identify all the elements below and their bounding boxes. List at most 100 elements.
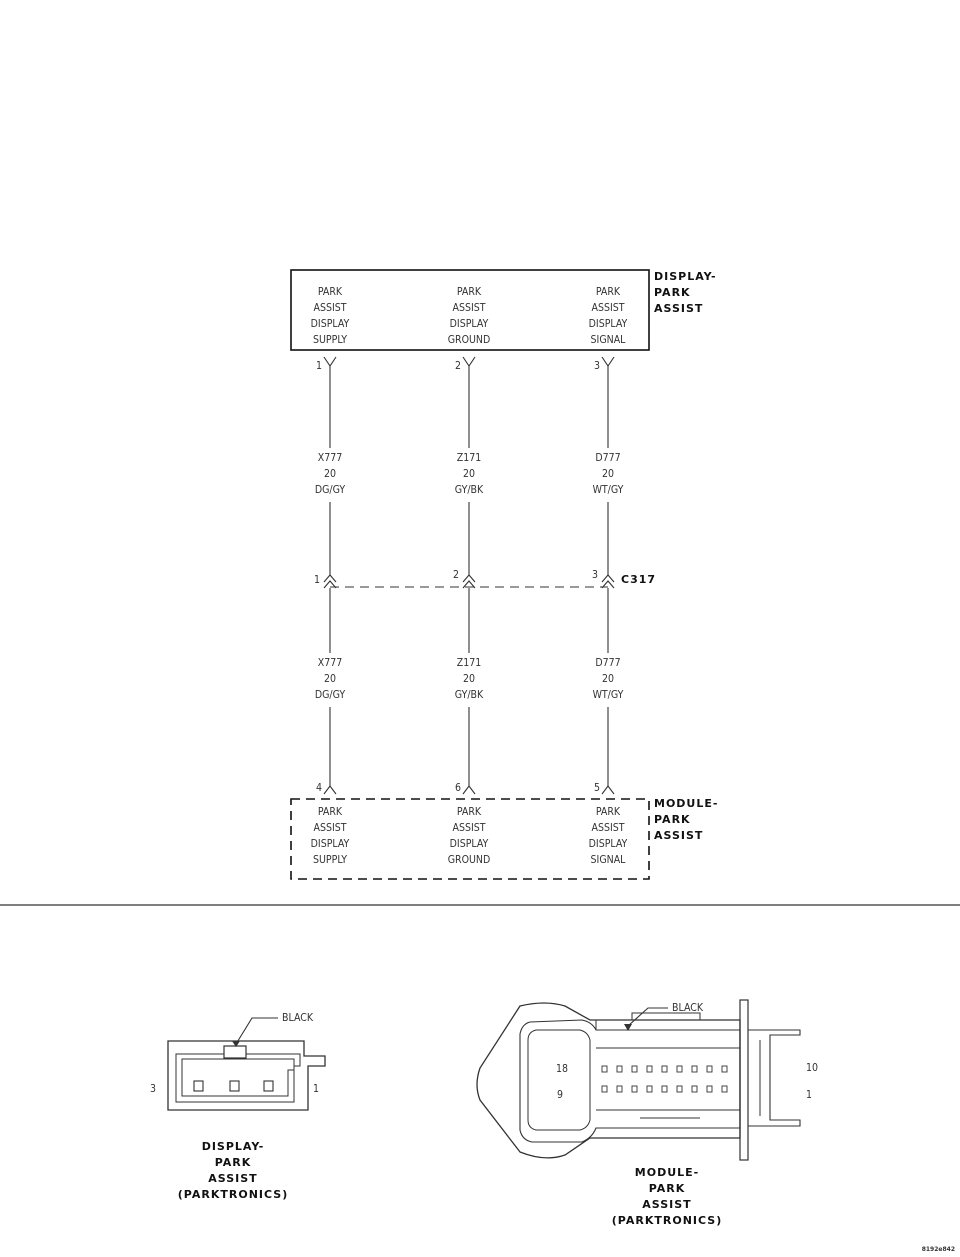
display-pin1-label-line-4: SUPPLY (313, 334, 347, 346)
module-connector-ridge (595, 1019, 632, 1030)
display-pin-number-2: 2 (455, 360, 461, 372)
display-connector-housing-inner (181, 1058, 295, 1097)
wire-upper-1-circuit: X777 (318, 452, 343, 464)
display-view-pin-left: 3 (150, 1083, 156, 1095)
module-caption-line-4: (PARKTRONICS) (612, 1214, 722, 1227)
module-cavity (646, 1085, 653, 1093)
c317-terminal-1-lower (323, 580, 337, 589)
module-cavity (676, 1085, 683, 1093)
display-callout-arrow (232, 1041, 240, 1047)
display-caption-line-1: DISPLAY- (202, 1140, 265, 1153)
wire-lower-2-gauge: 20 (463, 673, 475, 685)
module-cavity (676, 1065, 683, 1073)
module-cavity (601, 1065, 608, 1073)
c317-pin-1: 1 (314, 574, 320, 586)
wire-lower-3-circuit: D777 (595, 657, 620, 669)
wire-lower-2-circuit: Z171 (457, 657, 482, 669)
module-terminal-6 (462, 785, 476, 795)
c317-terminal-3-upper (601, 574, 615, 583)
display-terminal-2 (462, 356, 476, 367)
module-pin6-label-line-1: PARK (457, 806, 482, 818)
module-park-assist-box (290, 798, 650, 880)
display-connector-view (167, 1017, 326, 1111)
display-cavity-3 (193, 1080, 204, 1092)
module-cavity (631, 1065, 638, 1073)
display-pin3-label-line-3: DISPLAY (589, 318, 628, 330)
wire-lower-3-color: WT/GY (593, 689, 624, 701)
display-caption-line-4: (PARKTRONICS) (178, 1188, 288, 1201)
park-module-name-line-2: PARK (654, 813, 691, 826)
display-park-assist-box (290, 269, 650, 351)
display-pin2-label-line-3: DISPLAY (450, 318, 489, 330)
module-pin6-label-line-3: DISPLAY (450, 838, 489, 850)
wire-upper-3-gauge: 20 (602, 468, 614, 480)
c317-terminal-2-upper (462, 574, 476, 583)
module-pin5-label-line-2: ASSIST (591, 822, 624, 834)
display-cavity-1 (263, 1080, 274, 1092)
c317-terminal-2-lower (462, 580, 476, 589)
module-connector-inner (527, 1029, 591, 1131)
wire-lower-1-circuit: X777 (318, 657, 343, 669)
module-terminal-4 (323, 785, 337, 795)
module-cavity (631, 1085, 638, 1093)
module-pin5-label-line-3: DISPLAY (589, 838, 628, 850)
module-pin6-label-line-2: ASSIST (452, 822, 485, 834)
module-cavity (721, 1085, 728, 1093)
wire-lower-1-color: DG/GY (315, 689, 346, 701)
module-pin-number-4: 4 (316, 782, 322, 794)
display-connector-latch (223, 1045, 247, 1059)
module-cavity (646, 1065, 653, 1073)
module-caption-line-1: MODULE- (635, 1166, 699, 1179)
module-pin4-label-line-4: SUPPLY (313, 854, 347, 866)
module-pin5-label-line-1: PARK (596, 806, 621, 818)
module-connector-key (631, 1012, 701, 1020)
display-pin1-label-line-3: DISPLAY (311, 318, 350, 330)
display-view-pin-right: 1 (313, 1083, 319, 1095)
display-connector-body (167, 1040, 326, 1111)
module-view-pin-9: 9 (557, 1089, 563, 1101)
display-pin-number-1: 1 (316, 360, 322, 372)
module-caption-line-2: PARK (649, 1182, 686, 1195)
wire-upper-1-color: DG/GY (315, 484, 346, 496)
module-view-pin-10: 10 (806, 1062, 818, 1074)
module-color-callout: BLACK (672, 1002, 704, 1014)
module-connector-view (476, 999, 801, 1161)
module-connector-rear (748, 1029, 801, 1127)
display-terminal-1 (323, 356, 337, 367)
module-cavity (601, 1085, 608, 1093)
module-pin4-label-line-3: DISPLAY (311, 838, 350, 850)
module-cavity (661, 1085, 668, 1093)
module-connector-body (519, 1019, 741, 1143)
display-pin2-label-line-1: PARK (457, 286, 482, 298)
c317-terminal-3-lower (601, 580, 615, 589)
module-terminal-5 (601, 785, 615, 795)
module-callout-arrow (624, 1024, 632, 1031)
c317-connector-name: C317 (621, 573, 656, 586)
wire-upper-3-color: WT/GY (593, 484, 624, 496)
park-module-name-line-1: MODULE- (654, 797, 718, 810)
module-cavity (706, 1085, 713, 1093)
wire-lower-2-color: GY/BK (455, 689, 484, 701)
display-color-callout: BLACK (282, 1012, 314, 1024)
module-connector-flange (739, 999, 749, 1161)
display-module-name-line-3: ASSIST (654, 302, 703, 315)
display-pin-number-3: 3 (594, 360, 600, 372)
module-cavity (661, 1065, 668, 1073)
module-cavity-grid (601, 1065, 728, 1093)
display-module-name-line-2: PARK (654, 286, 691, 299)
display-pin2-label-line-4: GROUND (448, 334, 491, 346)
module-cavity (706, 1065, 713, 1073)
wire-upper-3-circuit: D777 (595, 452, 620, 464)
display-pin1-label-line-2: ASSIST (313, 302, 346, 314)
display-pin2-label-line-2: ASSIST (452, 302, 485, 314)
park-module-name-line-3: ASSIST (654, 829, 703, 842)
module-pin6-label-line-4: GROUND (448, 854, 491, 866)
display-color-callout-leader (235, 1017, 278, 1045)
module-cavity (616, 1085, 623, 1093)
c317-pin-3: 3 (592, 569, 598, 581)
display-caption-line-3: ASSIST (208, 1172, 257, 1185)
display-connector-housing (175, 1053, 301, 1103)
wire-upper-2-circuit: Z171 (457, 452, 482, 464)
display-caption-line-2: PARK (215, 1156, 252, 1169)
